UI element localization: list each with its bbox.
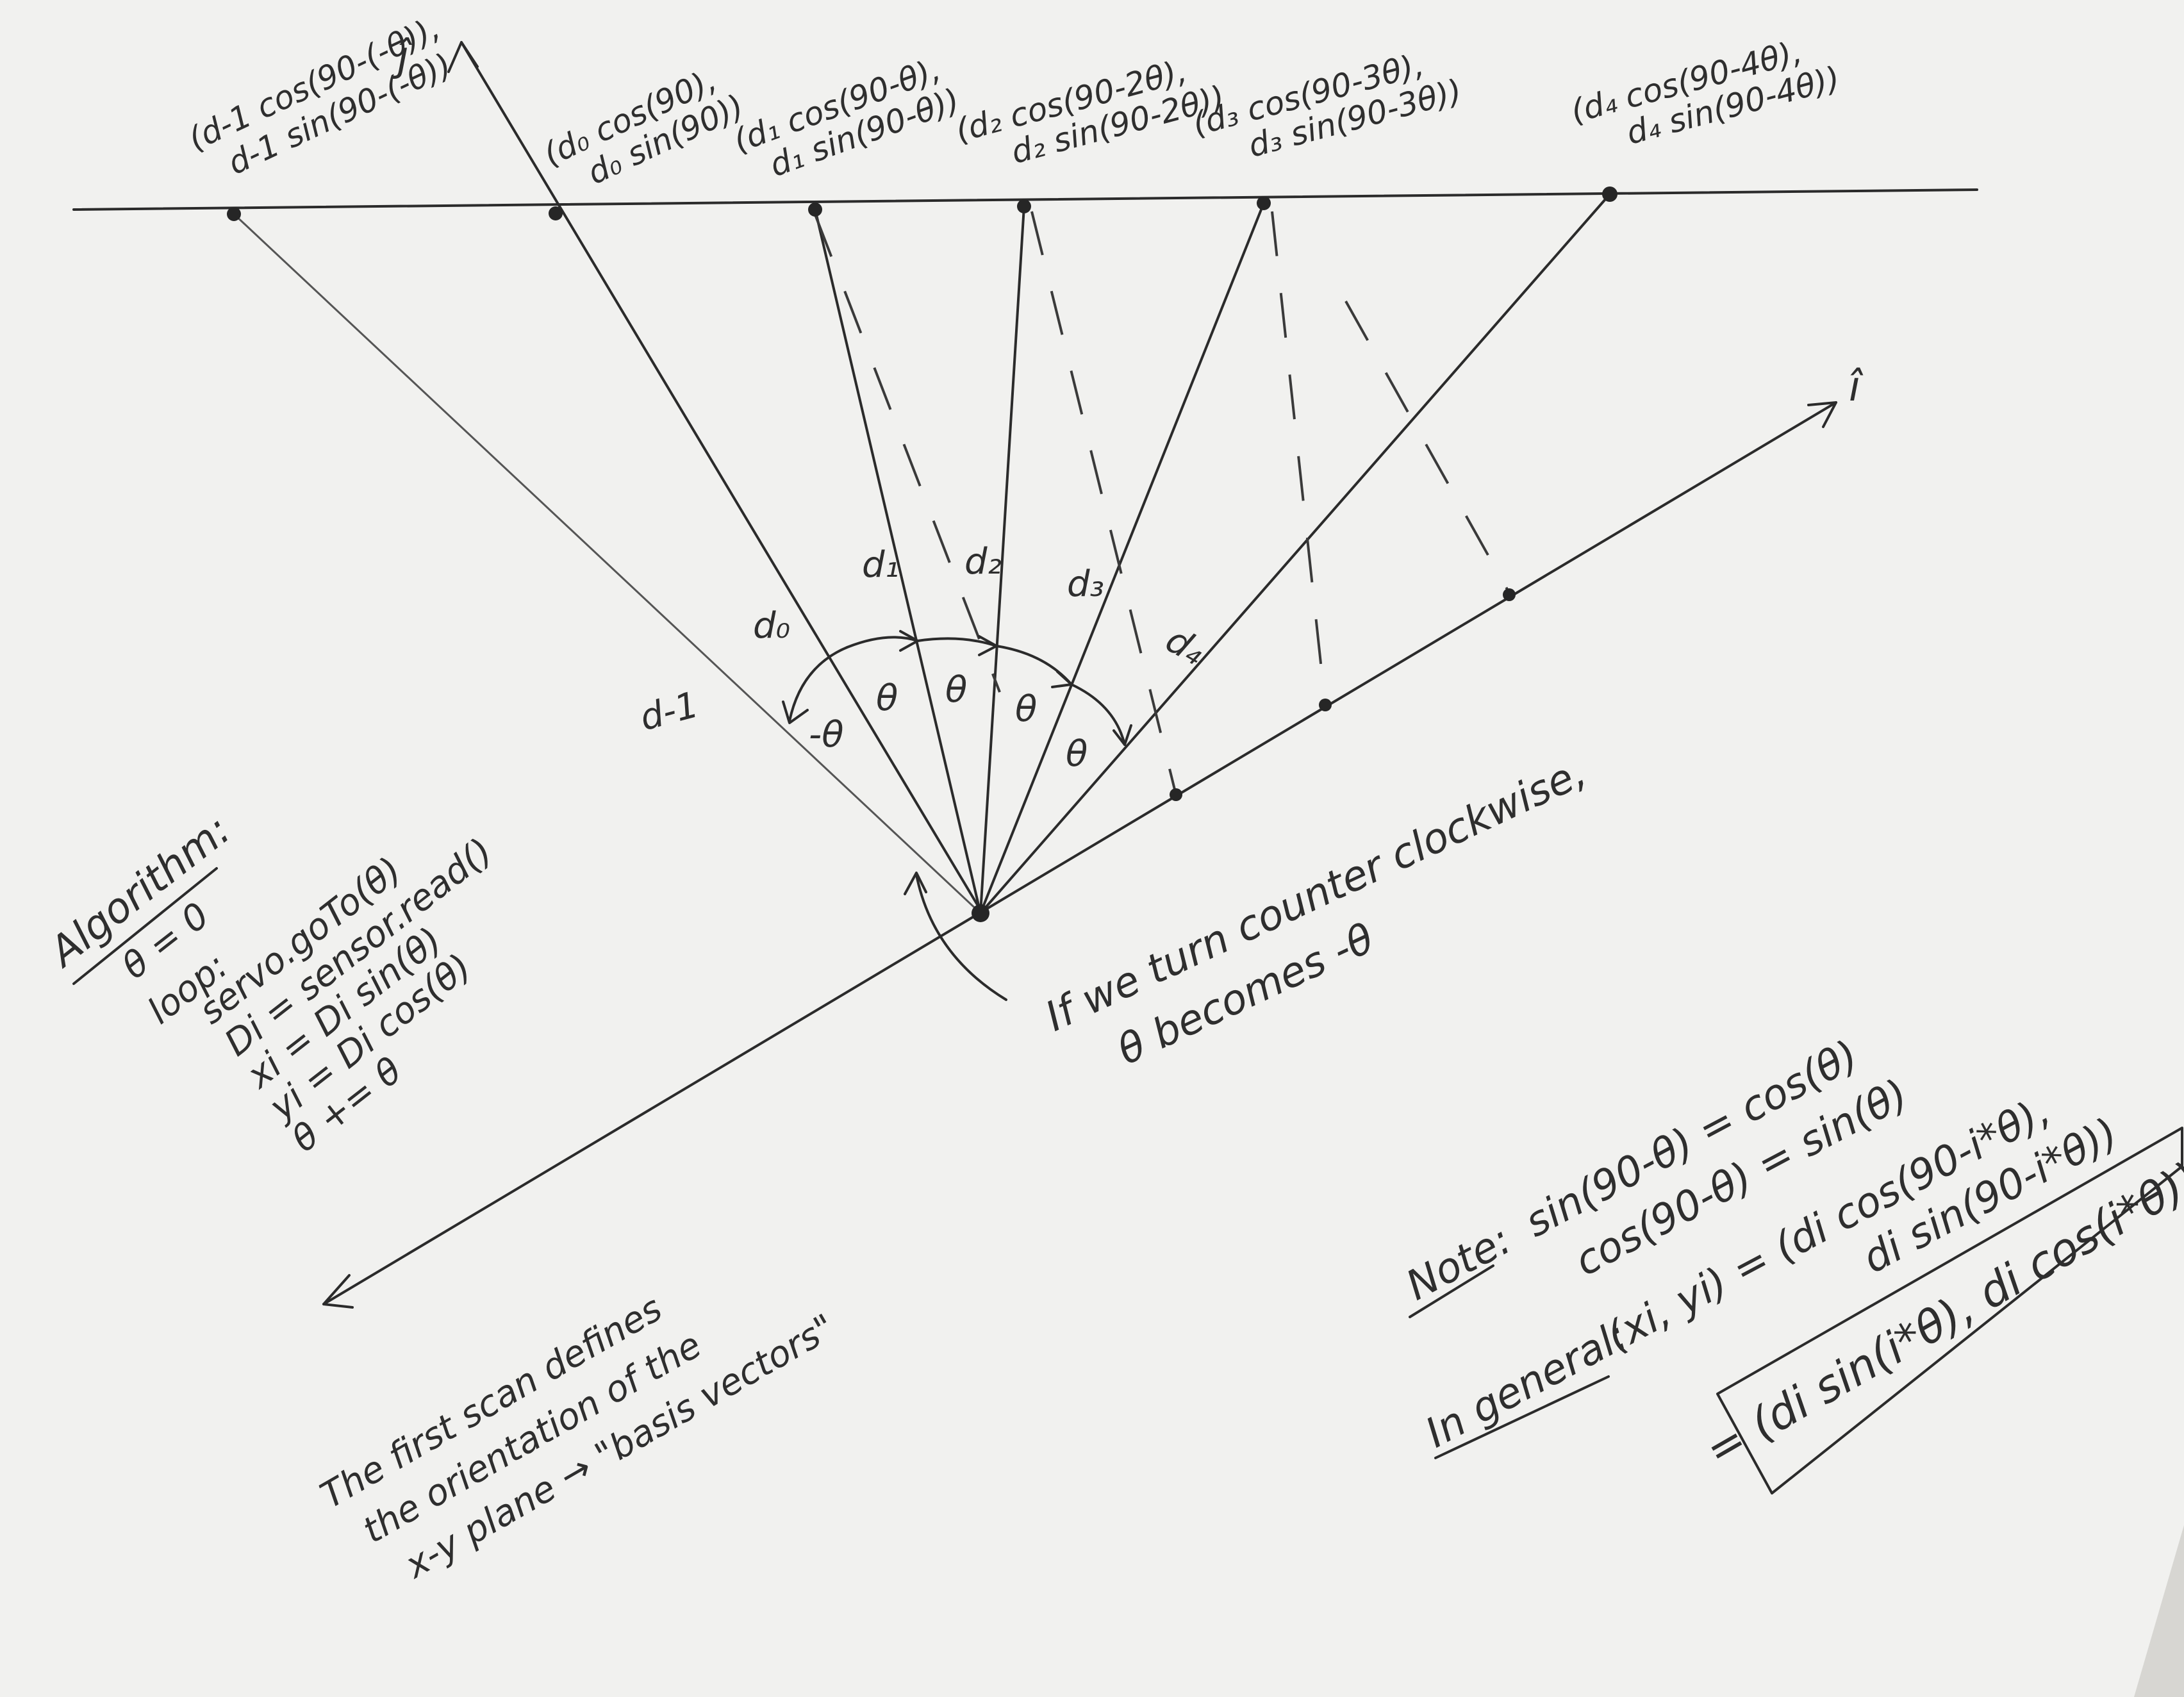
distance-label-d2: d₂	[964, 541, 1002, 583]
angle-label-theta-3: θ	[1015, 688, 1037, 730]
ray-d3	[979, 202, 1265, 915]
angle-arc-neg-theta	[788, 646, 848, 722]
paper-shadow	[2134, 1525, 2184, 1697]
projection-dash-1	[814, 214, 1001, 693]
angle-label-theta-1: θ	[876, 677, 898, 719]
i-axis-line	[322, 401, 1837, 1305]
angle-arrow-neg-theta	[782, 700, 809, 724]
angle-label-theta-4: θ	[1066, 733, 1088, 775]
point-d1	[808, 203, 822, 217]
distance-label-d0: d₀	[753, 605, 790, 647]
point-d-minus-1	[227, 207, 241, 221]
angle-arc-theta-1	[846, 636, 919, 649]
point-d2	[1017, 199, 1031, 213]
ray-d-minus-1	[233, 213, 982, 915]
ccw-arrowhead	[904, 872, 927, 895]
j-axis-line	[460, 41, 982, 911]
distance-label-d1: d₁	[862, 544, 899, 586]
point-d4	[1602, 186, 1617, 202]
i-axis-arrowhead	[1807, 401, 1837, 428]
projection-point-1	[1170, 788, 1182, 801]
ray-d4	[979, 193, 1611, 915]
formula-box	[1716, 1127, 2183, 1494]
point-d3	[1257, 196, 1271, 210]
i-axis-tail-arrowhead	[322, 1274, 354, 1309]
note-underline	[1409, 1264, 1494, 1318]
angle-arrow-4	[1113, 724, 1132, 746]
general-underline	[1434, 1375, 1610, 1459]
ray-d2	[979, 205, 1025, 915]
angle-arc-theta-4	[1070, 683, 1126, 746]
ray-d1	[814, 208, 982, 915]
distance-label-d3: d₃	[1067, 563, 1104, 605]
j-axis-arrowhead	[447, 41, 479, 73]
origin-point	[972, 904, 989, 922]
angle-label-neg-theta: -θ	[809, 714, 843, 756]
i-hat-label: î	[1849, 363, 1864, 411]
angle-arc-theta-2	[916, 637, 998, 647]
projection-dash-2	[1030, 211, 1177, 795]
point-d0	[549, 206, 563, 220]
projection-point-2	[1319, 699, 1332, 711]
ccw-arrow	[915, 873, 1007, 1001]
algorithm-underline	[72, 867, 218, 985]
projection-dash-3	[1271, 211, 1327, 706]
projection-point-3	[1503, 588, 1516, 601]
angle-label-theta-2: θ	[945, 669, 967, 711]
projection-dash-4	[1344, 301, 1510, 593]
